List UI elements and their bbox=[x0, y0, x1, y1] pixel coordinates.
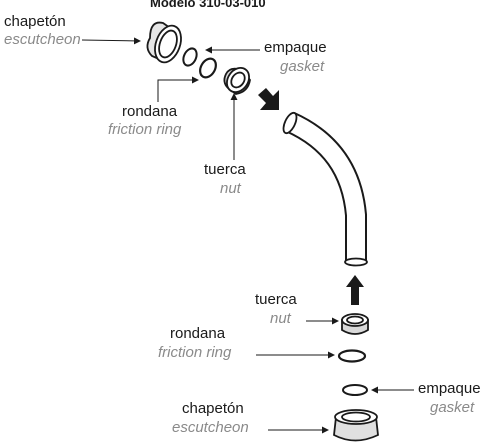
top-gasket-part bbox=[182, 47, 198, 67]
pipe-part bbox=[282, 111, 368, 267]
bottom-escutcheon-part bbox=[333, 409, 379, 442]
bottom-friction-ring-part bbox=[337, 349, 367, 363]
top-escutcheon-part bbox=[146, 21, 182, 64]
top-friction-ring-label-es: rondana bbox=[122, 103, 178, 120]
top-gasket-label-en: gasket bbox=[280, 58, 325, 75]
top-nut-part bbox=[223, 67, 251, 95]
top-friction-ring-label-en: friction ring bbox=[108, 121, 182, 138]
leader-top-escutcheon bbox=[81, 37, 141, 45]
bottom-gasket-label-es: empaque bbox=[418, 380, 481, 397]
top-friction-ring-part bbox=[199, 57, 217, 79]
leader-top-friction-ring bbox=[157, 76, 199, 102]
arrow-down-right-icon bbox=[258, 88, 279, 110]
top-nut-label-es: tuerca bbox=[204, 161, 246, 178]
diagram-title: Modelo 310-03-010 bbox=[150, 0, 266, 10]
top-nut-label-en: nut bbox=[220, 180, 241, 197]
bottom-nut-label-en: nut bbox=[270, 310, 291, 327]
bottom-gasket-part bbox=[342, 384, 368, 396]
bottom-friction-ring-label-en: friction ring bbox=[158, 344, 232, 361]
top-escutcheon-label-es: chapetón bbox=[4, 13, 66, 30]
bottom-escutcheon-label-es: chapetón bbox=[182, 400, 244, 417]
top-escutcheon-label-en: escutcheon bbox=[4, 31, 81, 48]
bottom-nut-label-es: tuerca bbox=[255, 291, 297, 308]
top-gasket-label-es: empaque bbox=[264, 39, 327, 56]
bottom-gasket-label-en: gasket bbox=[430, 399, 475, 416]
arrow-up-icon bbox=[346, 275, 364, 305]
bottom-escutcheon-label-en: escutcheon bbox=[172, 419, 249, 436]
bottom-friction-ring-label-es: rondana bbox=[170, 325, 226, 342]
bottom-nut-part bbox=[341, 313, 369, 335]
